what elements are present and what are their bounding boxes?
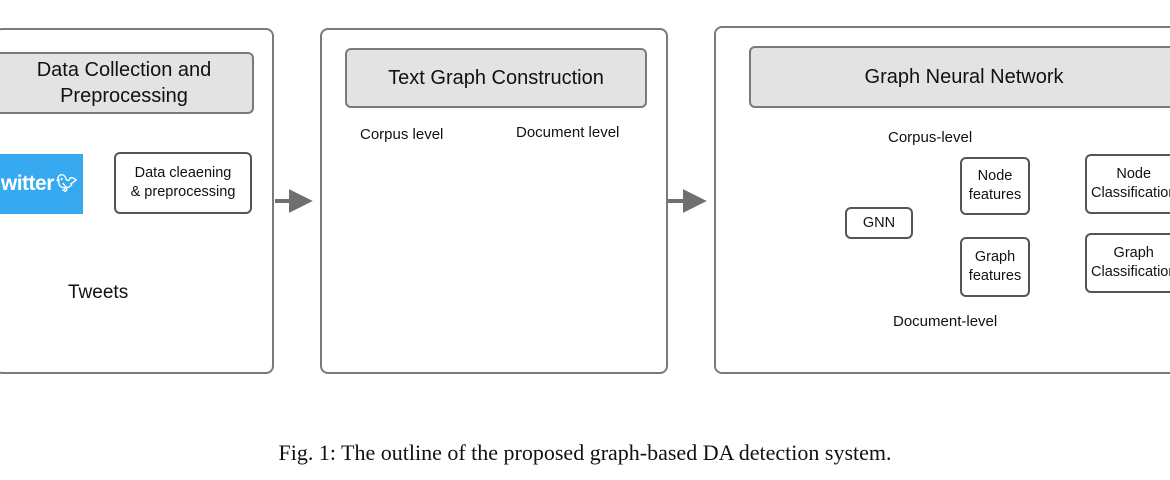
data-cleaning-box: Data cleaening & preprocessing [114, 152, 252, 214]
document-level-label-gnn: Document-level [893, 313, 998, 330]
corpus-level-label: Corpus level [360, 126, 444, 143]
twitter-bird-icon: 🐦︎ [55, 174, 78, 193]
figure-caption: Fig. 1: The outline of the proposed grap… [278, 440, 892, 465]
panel-title-graph-neural-network: Graph Neural Network [749, 46, 1170, 108]
node-classification-box: Node Classification [1085, 154, 1170, 214]
corpus-level-label-gnn: Corpus-level [888, 129, 973, 146]
node-features-box: Node features [960, 157, 1030, 215]
document-level-label: Document level [516, 124, 620, 141]
twitter-logo: witter 🐦︎ [0, 154, 83, 214]
graph-classification-box: Graph Classification [1085, 233, 1170, 293]
panel-title-text-graph-construction: Text Graph Construction [345, 48, 647, 108]
panel-title-data-collection: Data Collection and Preprocessing [0, 52, 254, 114]
tweets-doc-label: Tweets [68, 282, 129, 303]
gnn-box: GNN [845, 207, 913, 239]
twitter-logo-text: witter [0, 172, 55, 195]
graph-features-box: Graph features [960, 237, 1030, 297]
